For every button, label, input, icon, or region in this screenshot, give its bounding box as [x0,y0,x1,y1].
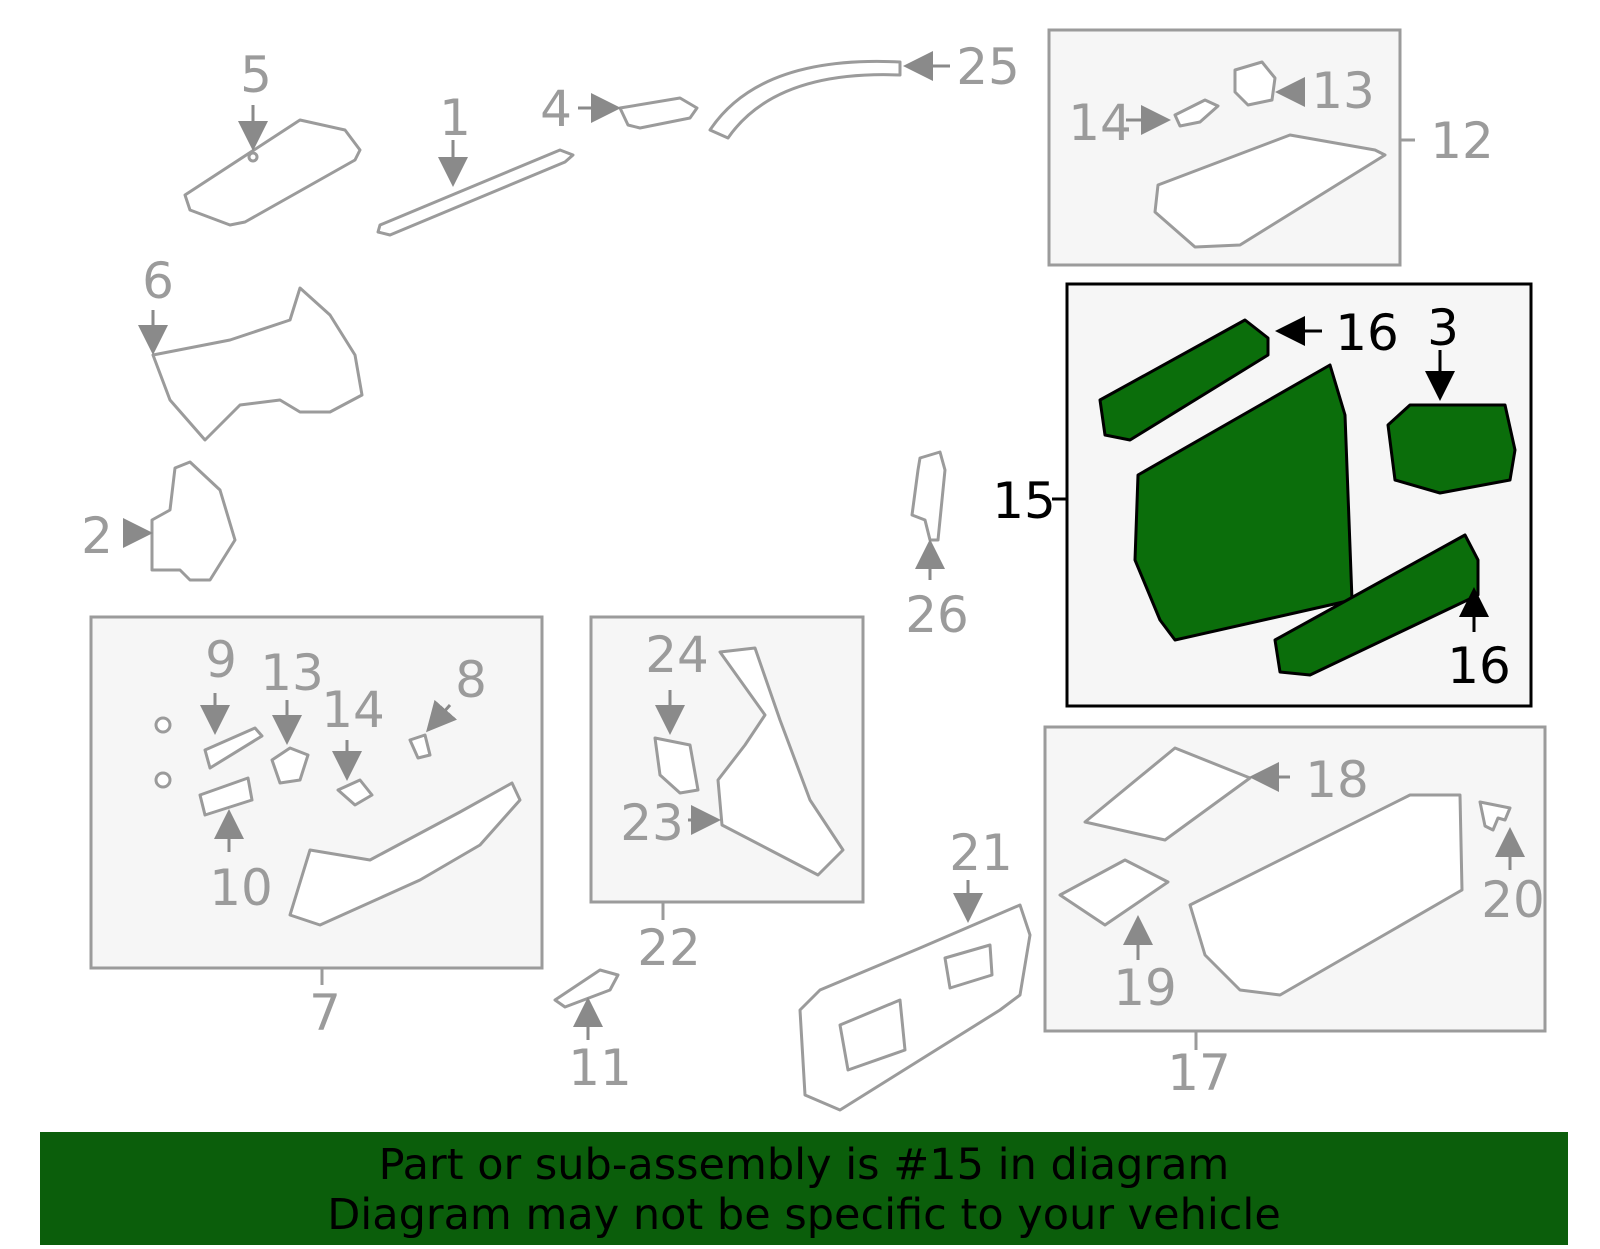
label-11: 11 [568,1039,632,1097]
label-13a: 13 [1311,62,1375,120]
label-24: 24 [645,626,709,684]
info-banner: Part or sub-assembly is #15 in diagram D… [40,1132,1568,1245]
part-5-cover [183,118,362,227]
label-9: 9 [205,631,237,689]
part-4-clip [618,96,699,130]
part-26-bracket [910,450,947,542]
label-7: 7 [309,984,341,1042]
label-14b: 14 [321,681,385,739]
label-23: 23 [620,794,684,852]
label-1: 1 [439,89,471,147]
label-3: 3 [1427,299,1459,357]
part-12-console [1153,60,1387,249]
label-22: 22 [637,919,701,977]
label-21: 21 [949,824,1013,882]
part-1-strip [376,148,575,237]
label-16a: 16 [1335,304,1399,362]
label-20: 20 [1481,871,1545,929]
label-17: 17 [1167,1044,1231,1102]
part-15-panel-assembly [1098,318,1517,677]
leader-lines-dark [1275,316,1489,632]
part-21-console-panel [798,903,1032,1112]
label-8: 8 [455,651,487,709]
label-10: 10 [209,859,273,917]
label-6: 6 [142,252,174,310]
part-2-vent [150,460,237,582]
label-13b: 13 [260,644,324,702]
label-18: 18 [1305,751,1369,809]
label-5: 5 [240,46,272,104]
label-14a: 14 [1068,94,1132,152]
part-22-pillar-trim [653,646,845,877]
part-11-clip [553,968,620,1009]
part-6-panel [151,286,364,442]
part-25-trim [708,59,902,140]
label-19: 19 [1113,959,1177,1017]
label-12: 12 [1430,112,1494,170]
part-17-storage-assembly [1058,746,1512,997]
label-26: 26 [905,586,969,644]
label-15: 15 [992,472,1056,530]
label-4: 4 [540,80,572,138]
label-16b: 16 [1447,637,1511,695]
banner-line-2: Diagram may not be specific to your vehi… [327,1190,1281,1240]
group-box-7 [89,615,544,970]
part-7-glovebox-assembly [154,716,522,927]
banner-line-1: Part or sub-assembly is #15 in diagram [378,1140,1230,1190]
label-25: 25 [956,38,1020,96]
label-2: 2 [81,507,113,565]
leader-lines [123,51,1525,1040]
